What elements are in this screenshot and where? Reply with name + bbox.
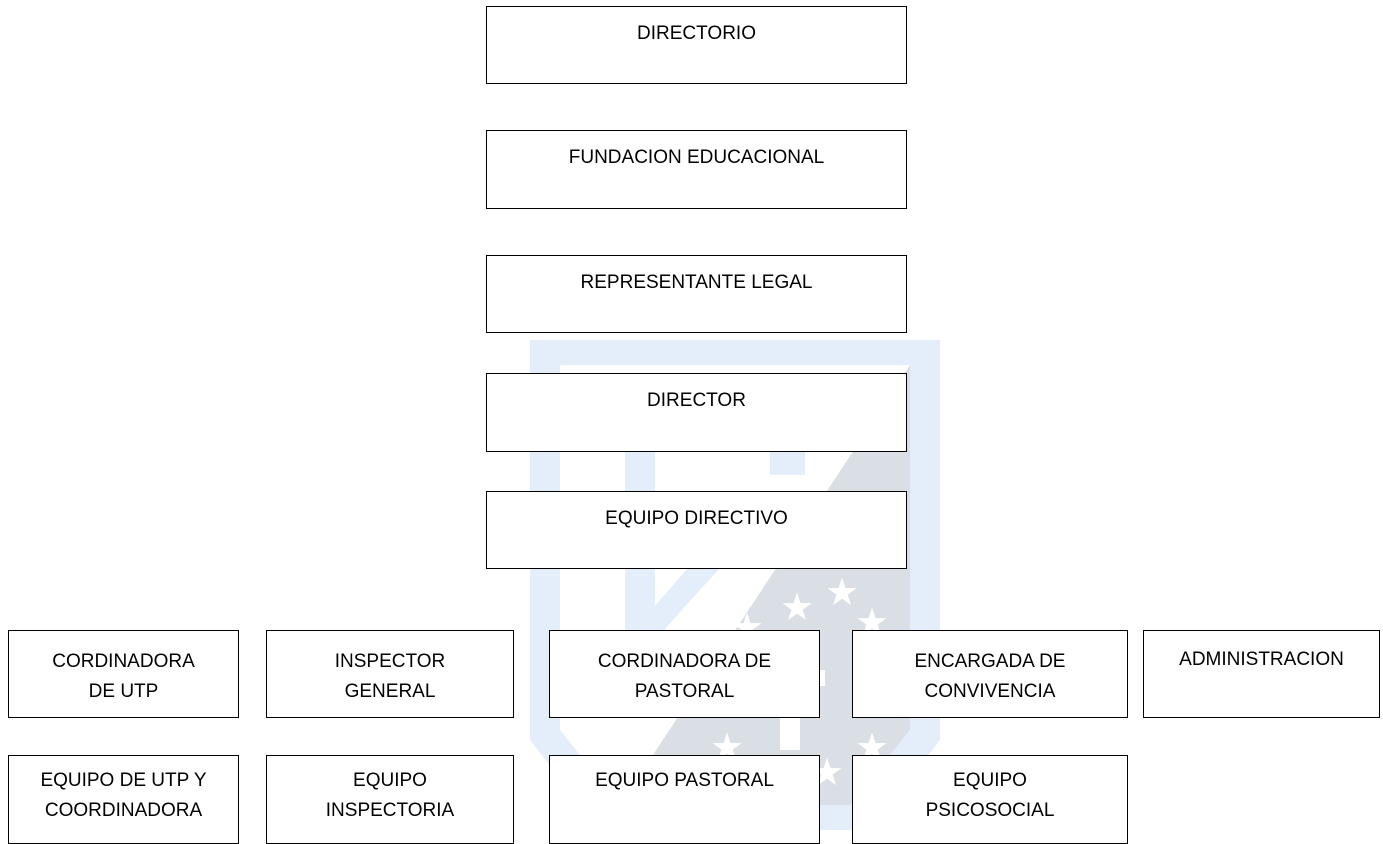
fundacion-educacional-label: FUNDACION EDUCACIONAL [568,147,825,168]
equipo-utp-box: EQUIPO DE UTP Y COORDINADORA [8,755,239,844]
svg-text:★: ★ [825,570,859,614]
equipo-pastoral-box: EQUIPO PASTORAL [549,755,820,844]
director-box: DIRECTOR [486,373,907,452]
administracion-box: ADMINISTRACION [1143,630,1380,718]
cordinadora-pastoral-box: CORDINADORA DE PASTORAL [549,630,820,718]
directorio-label: DIRECTORIO [637,23,756,44]
inspector-general-box: INSPECTOR GENERAL [266,630,514,718]
encargada-convivencia-label: ENCARGADA DE CONVIVENCIA [914,651,1066,702]
encargada-convivencia-box: ENCARGADA DE CONVIVENCIA [852,630,1128,718]
equipo-inspectoria-box: EQUIPO INSPECTORIA [266,755,514,844]
representante-legal-label: REPRESENTANTE LEGAL [580,272,813,293]
equipo-inspectoria-label: EQUIPO INSPECTORIA [325,770,455,821]
cordinadora-utp-label: CORDINADORA DE UTP [52,651,195,702]
representante-legal-box: REPRESENTANTE LEGAL [486,255,907,333]
cordinadora-utp-box: CORDINADORA DE UTP [8,630,239,718]
cordinadora-pastoral-label: CORDINADORA DE PASTORAL [597,651,772,702]
equipo-utp-label: EQUIPO DE UTP Y COORDINADORA [40,770,207,821]
administracion-label: ADMINISTRACION [1179,649,1344,670]
equipo-pastoral-label: EQUIPO PASTORAL [595,770,774,791]
equipo-psicosocial-box: EQUIPO PSICOSOCIAL [852,755,1128,844]
equipo-directivo-label: EQUIPO DIRECTIVO [605,508,788,529]
directorio-box: DIRECTORIO [486,6,907,84]
director-label: DIRECTOR [647,390,746,411]
equipo-directivo-box: EQUIPO DIRECTIVO [486,491,907,569]
equipo-psicosocial-label: EQUIPO PSICOSOCIAL [925,770,1055,821]
inspector-general-label: INSPECTOR GENERAL [334,651,446,702]
svg-text:★: ★ [780,585,814,629]
fundacion-educacional-box: FUNDACION EDUCACIONAL [486,130,907,209]
